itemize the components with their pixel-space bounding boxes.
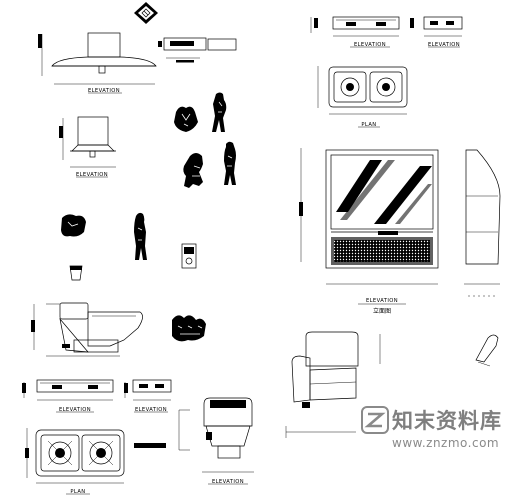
znzmo-logo-icon [361,406,389,434]
stove-top-elevation-small-label: ELEVATION [428,42,460,48]
range-hood-elevation: ELEVATION [38,32,157,94]
stove-bottom-elevation-small-label: ELEVATION [135,407,167,413]
television-side [464,149,501,297]
stove-bottom-plan-label: PLAN [70,489,85,495]
gas-stove-plan-top: PLAN [317,66,408,128]
stove-bottom-elevation-label: ELEVATION [59,407,91,413]
tv-cn-label: 立面图 [373,307,391,315]
watermark-url: www.znzmo.com [392,436,500,450]
toilet-bottom-elevation: ELEVATION [178,397,254,485]
audio-unit [158,37,237,63]
hood-small-label: ELEVATION [76,172,108,178]
gas-stove-plan-bottom: PLAN [25,428,166,495]
hood-large-label: ELEVATION [88,88,120,94]
corner-logo-icon [134,2,158,24]
figure-sketches [61,92,236,342]
gas-stove-elevation-bottom: ELEVATION ELEVATION [22,379,172,413]
gas-stove-elevation-top: ELEVATION ELEVATION [310,16,463,48]
range-hood-small-elevation: ELEVATION [59,116,116,178]
tv-elevation-label: ELEVATION [366,298,398,304]
stove-top-plan-label: PLAN [361,122,376,128]
toilet-elevation [31,302,143,357]
toilet-bottom-elevation-label: ELEVATION [212,479,244,485]
armchair-elevation [285,331,499,438]
watermark: 知末资料库 [360,403,520,437]
watermark-brand: 知末资料库 [392,409,502,433]
television-elevation: ELEVATION 立面图 [299,148,439,315]
stove-top-elevation-label: ELEVATION [354,42,386,48]
